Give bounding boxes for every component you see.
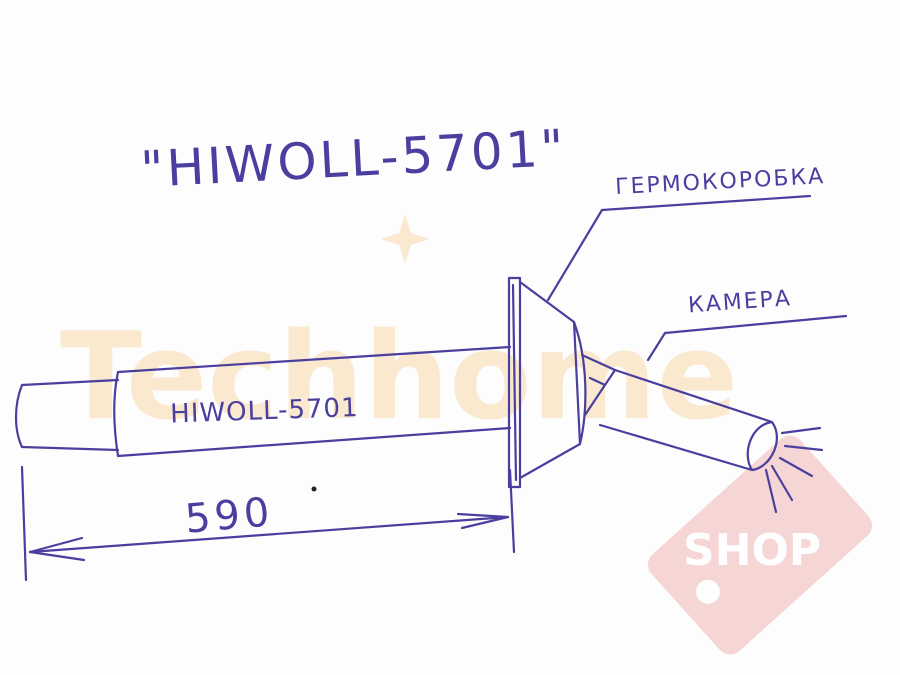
watermark-tag-icon	[647, 435, 873, 655]
tube-marking: HIWOLL-5701	[170, 393, 359, 430]
watermark: Techhome SHOP	[60, 215, 873, 655]
dimension-590: 590	[20, 465, 516, 582]
watermark-tag-text: SHOP	[683, 525, 821, 576]
camera-neck	[580, 353, 617, 417]
camera-leader-line	[646, 314, 848, 362]
camera-body	[598, 368, 778, 472]
watermark-star-icon	[381, 215, 429, 263]
housing-leader-line	[546, 194, 812, 302]
light-rays-icon	[764, 426, 824, 514]
dimension-value: 590	[183, 489, 275, 543]
watermark-brand: Techhome	[60, 308, 738, 447]
housing-cone	[518, 280, 587, 480]
tube-end-cap	[14, 378, 120, 452]
housing-label: ГЕРМОКОРОБКА	[615, 164, 826, 200]
camera-label: КАМЕРА	[687, 286, 792, 318]
diagram-title: "HIWOLL-5701"	[139, 119, 568, 199]
tube-body	[113, 345, 512, 458]
flange-plate	[507, 276, 522, 489]
